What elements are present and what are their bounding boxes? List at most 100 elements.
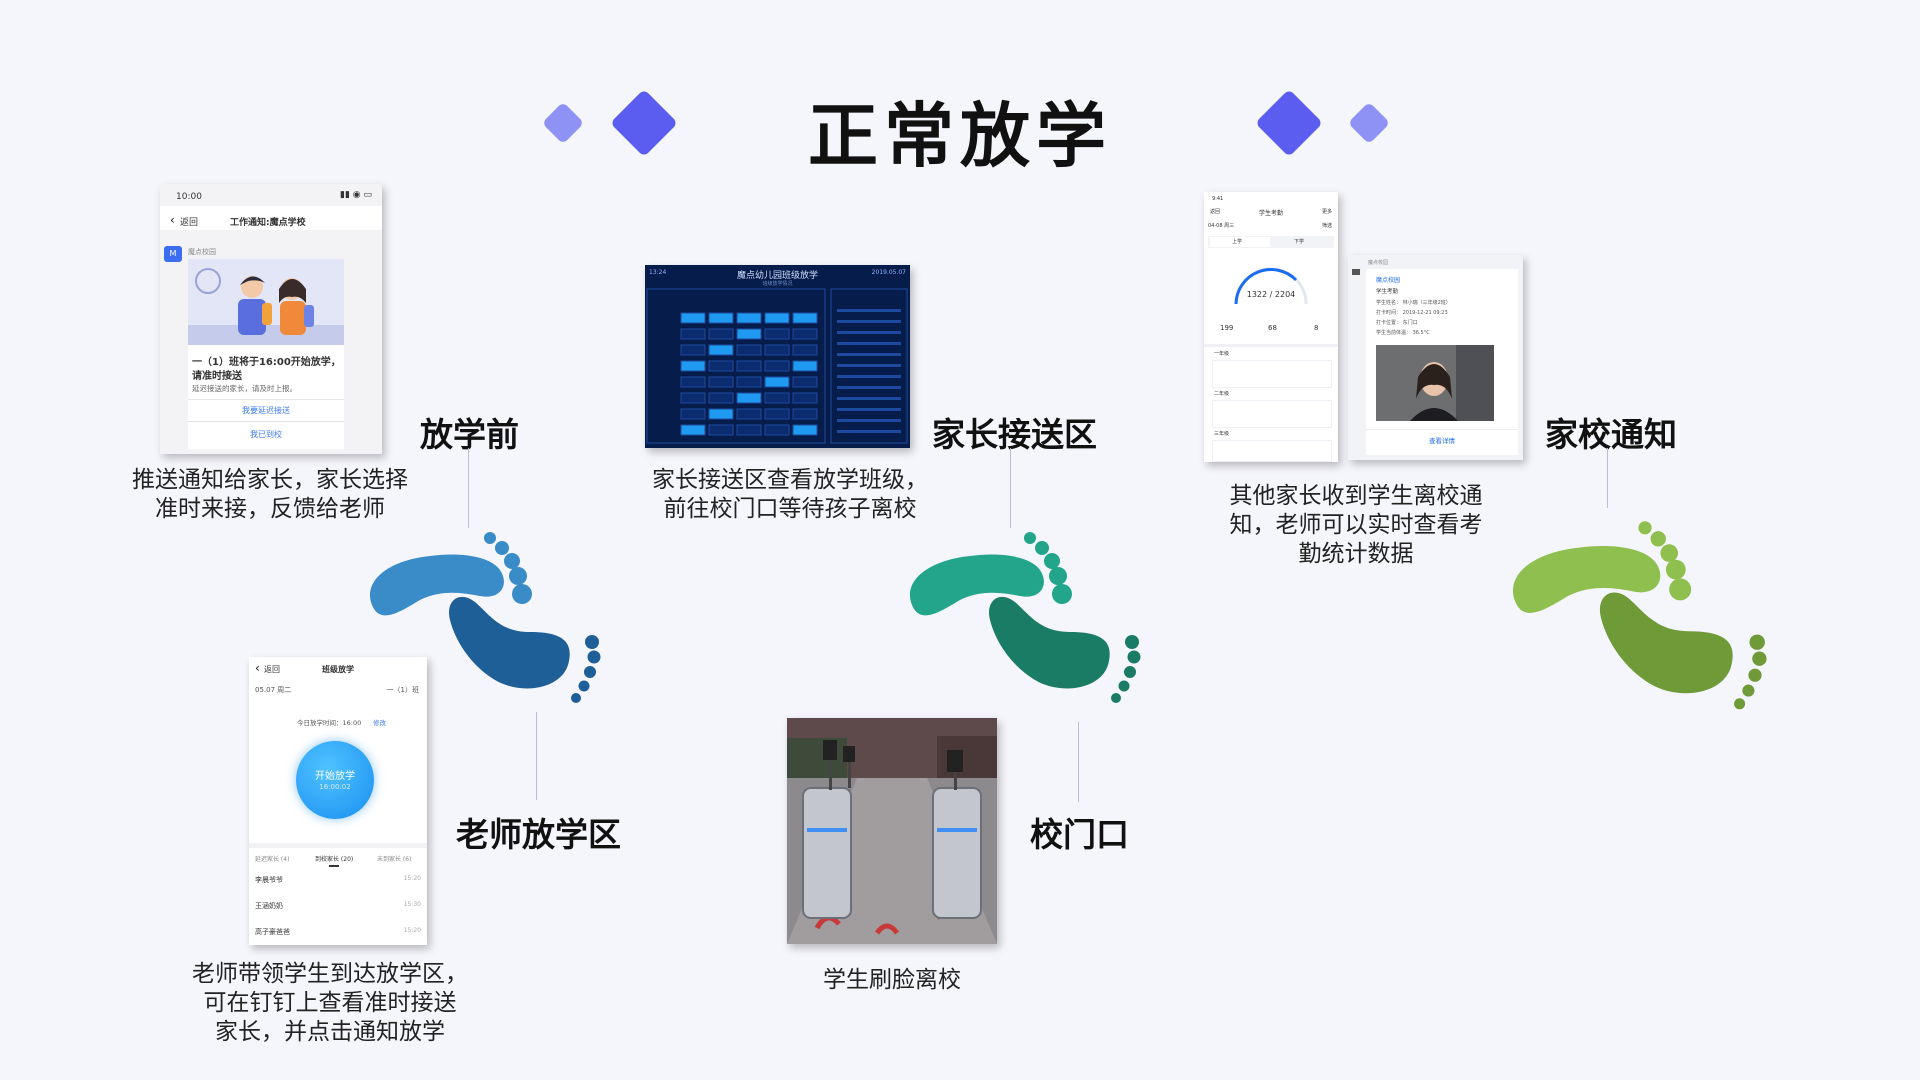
connector-line [1607,448,1608,508]
desc-line: 老师带领学生到达放学区， [170,960,490,989]
sender-name: 魔点校园 [188,247,216,257]
gate-photo-image [787,718,997,944]
class-cell [737,329,761,339]
start-dismissal-button[interactable]: 开始放学 16:00:02 [296,741,374,819]
date-filter[interactable]: 04-08 周三 [1208,222,1234,229]
class-cell [765,393,789,403]
date-label: 05.07 周二 [255,685,291,695]
connector-line [1010,448,1011,528]
class-cell [681,409,705,419]
phone3-header-title: 学生考勤 [1204,208,1338,217]
pickup-area-display-screenshot: 13:24 魔点幼儿园班级放学 班级放学情况 2019.05.07 [645,265,910,448]
class-cell [737,345,761,355]
screen-header-date: 2019.05.07 [872,269,906,276]
divider [188,421,344,422]
face-recognition-gate-photo [787,718,997,944]
class-cell [765,425,789,435]
notice-line: 打卡时间： 2019-12-21 09:23 [1376,309,1448,316]
tab-arrived-parents[interactable]: 到校家长 (20) [315,854,353,863]
class-cell [681,393,705,403]
phone-notification-screenshot: 10:00 ▮▮ ◉ ▭ 返回 ‹ 工作通知:魔点学校 M 魔点校园 一（1）班… [160,184,382,454]
more-link[interactable]: 更多 [1322,208,1332,215]
class-cell [765,409,789,419]
view-details-link[interactable]: 查看详情 [1366,435,1518,445]
list-item-time: 15:20 [404,875,421,882]
class-cell [709,313,733,323]
class-cell [793,313,817,323]
students-illustration-image [188,259,344,345]
stage-label-parent-pickup: 家长接送区 [932,408,1097,456]
status-icons: ▮▮ ◉ ▭ [340,190,372,200]
class-cell [681,361,705,371]
delay-pickup-link[interactable]: 我要延迟接送 [188,405,344,416]
desc-line: 知，老师可以实时查看考 [1196,511,1516,540]
notice-subtitle: 学生考勤 [1376,287,1398,295]
arrived-link[interactable]: 我已到校 [188,429,344,440]
class-cell [737,361,761,371]
stage-label-home-school-notice: 家校通知 [1545,408,1677,456]
divider [1366,429,1518,430]
class-cell [681,329,705,339]
back-link[interactable]: 返回 [180,215,198,228]
class-cell [709,345,733,355]
stage-desc-parent-pickup: 家长接送区查看放学班级， 前往校门口等待孩子离校 [630,466,950,524]
desc-line: 学生刷脸离校 [732,966,1052,995]
class-grid-panel [645,287,910,447]
desc-line: 家长，并点击通知放学 [170,1018,490,1047]
attendance-count: 1322 / 2204 [1204,290,1338,299]
class-cell [709,393,733,403]
grade-row-placeholder [1212,360,1332,388]
notice-sender: 魔点校园 [1368,259,1388,266]
class-cell [709,425,733,435]
message-title-line2: 请准时接送 [192,367,242,382]
class-cell [737,313,761,323]
page-title: 正常放学 [0,80,1920,181]
class-cell [793,329,817,339]
attendance-gauge [1204,256,1338,316]
stage-desc-teacher-area: 老师带领学生到达放学区， 可在钉钉上查看准时接送 家长，并点击通知放学 [170,960,490,1047]
class-cell [765,345,789,355]
list-item-time: 15:20 [404,927,421,934]
student-list-row [837,375,901,378]
class-cell [737,425,761,435]
footprints-blue-icon [360,520,620,720]
tab-absent-parents[interactable]: 未到家长 (6) [377,854,411,863]
stat-value: 68 [1268,324,1277,332]
class-cell [793,409,817,419]
back-chevron-icon: ‹ [170,213,175,227]
stage-desc-before-dismissal: 推送通知给家长，家长选择 准时来接，反馈给老师 [110,466,430,524]
divider [188,399,344,400]
connector-line [1078,722,1079,802]
sender-avatar-icon: M [164,246,182,262]
class-cell [765,329,789,339]
grade-row-placeholder [1212,400,1332,428]
class-cell [793,425,817,435]
tab-afternoon[interactable]: 下学 [1294,238,1304,245]
status-time: 9:41 [1212,196,1223,202]
notice-card: 魔点校园 学生考勤 学生姓名： 林小瑞（三年级2班） 打卡时间： 2019-12… [1366,269,1518,455]
student-list-row [837,320,901,323]
grade-group: 一年级 [1214,350,1229,357]
class-cell [765,361,789,371]
stage-desc-school-gate: 学生刷脸离校 [732,966,1052,995]
class-cell [793,345,817,355]
connector-line [468,448,469,528]
status-time: 10:00 [176,192,202,202]
desc-line: 其他家长收到学生离校通 [1196,482,1516,511]
student-list-row [837,342,901,345]
student-list-row [837,408,901,411]
tab-delayed-parents[interactable]: 延迟家长 (4) [255,854,289,863]
class-cell [737,409,761,419]
stat-value: 199 [1220,324,1233,332]
message-body: 延迟接送的家长，请及时上报。 [192,383,297,394]
notice-title: 魔点校园 [1376,275,1400,284]
class-cell [709,329,733,339]
tab-morning[interactable]: 上学 [1232,238,1242,245]
list-item-name: 王涵奶奶 [255,901,283,911]
filter-button[interactable]: 筛选 [1322,222,1332,229]
student-list-row [837,309,901,312]
class-cell [681,345,705,355]
list-item-name: 李晨爷爷 [255,875,283,885]
class-cell [681,377,705,387]
class-cell [709,361,733,371]
